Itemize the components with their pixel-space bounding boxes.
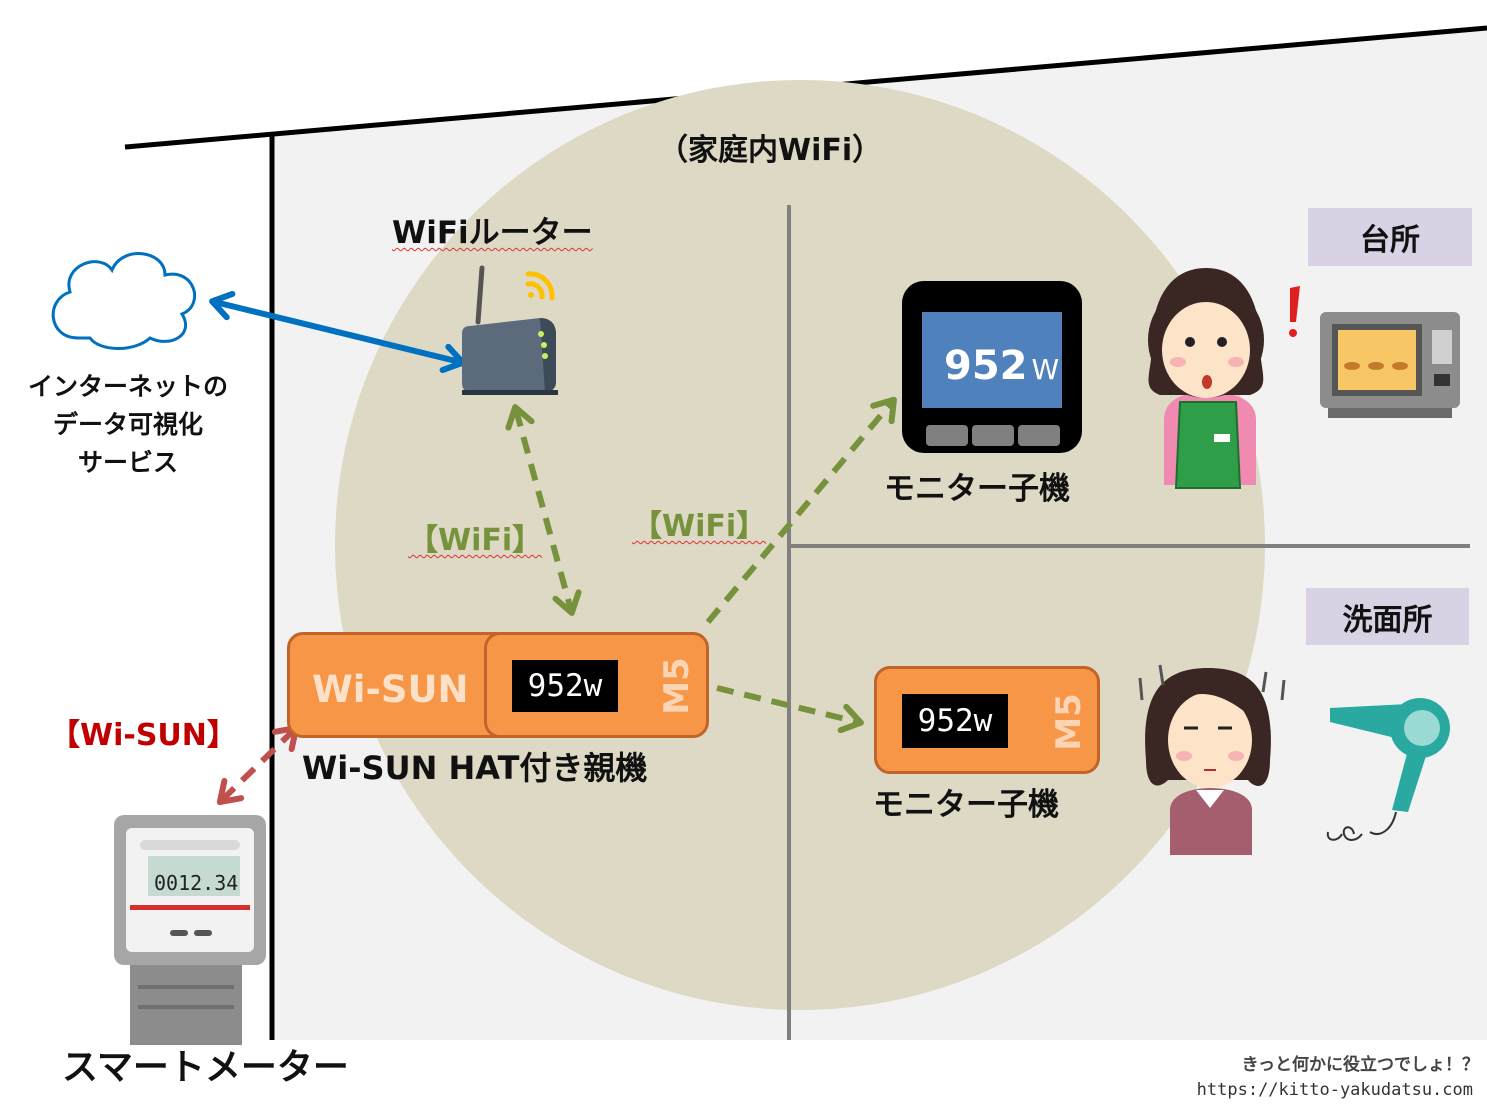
cloud-label-line-3: サービス <box>77 448 178 477</box>
wifi-arrow-washroom-monitor <box>716 685 864 734</box>
router-icon <box>462 265 558 395</box>
meter-lcd-reading: 0012.34 <box>154 871 238 895</box>
room-tag-washroom: 洗面所 <box>1306 588 1469 645</box>
parent-m5-text: M5 <box>656 657 697 715</box>
site-credit-url[interactable]: https://kitto-yakudatsu.com <box>1196 1080 1473 1100</box>
wifi-link-label-left: 【WiFi】 <box>408 523 543 558</box>
microwave-icon <box>1320 312 1460 418</box>
kitchen-monitor-label: モニター子機 <box>884 471 1070 507</box>
wisun-link-label: 【Wi-SUN】 <box>50 718 237 753</box>
internet-arrow <box>209 290 466 374</box>
kitchen-woman-illustration <box>1148 268 1300 489</box>
wisun-module-text: Wi-SUN <box>312 668 469 711</box>
washroom-monitor-label: モニター子機 <box>873 787 1059 823</box>
wifi-area-label: （家庭内WiFi） <box>658 133 883 168</box>
cloud-label: インターネットの データ可視化 サービス <box>8 368 248 482</box>
washroom-display: 952w <box>902 694 1008 748</box>
hair-dryer-icon <box>1326 698 1450 841</box>
cloud-label-line-2: データ可視化 <box>52 410 203 439</box>
cloud-icon <box>51 252 197 350</box>
wifi-arrow-kitchen-monitor <box>705 396 897 624</box>
parent-display: 952w <box>512 660 618 712</box>
washroom-m5-text: M5 <box>1048 693 1089 751</box>
wisun-arrow <box>216 724 300 806</box>
smart-meter-icon: 0012.34 <box>114 815 266 1045</box>
site-credit-title: きっと何かに役立つでしょ！？ <box>1241 1055 1479 1075</box>
smart-meter-label: スマートメーター <box>62 1047 349 1088</box>
parent-device-label: Wi-SUN HAT付き親機 <box>302 749 648 787</box>
cloud-label-line-1: インターネットの <box>27 372 228 401</box>
wifi-link-label-right: 【WiFi】 <box>632 509 767 544</box>
room-tag-kitchen: 台所 <box>1308 208 1472 266</box>
wifi-arrow-router-parent <box>505 404 582 616</box>
router-label: WiFiルーター <box>392 215 593 251</box>
washroom-woman-illustration <box>1138 664 1286 855</box>
